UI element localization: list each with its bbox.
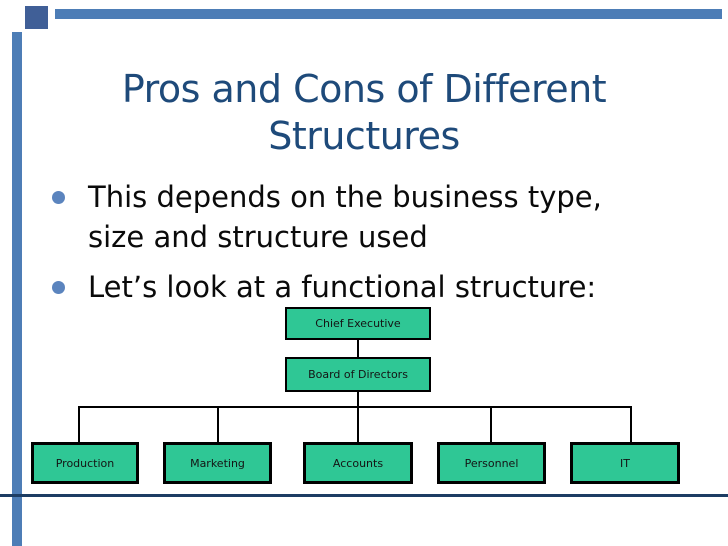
connector-line [357, 391, 359, 407]
connector-line [78, 406, 80, 442]
slide-title-line1: Pros and Cons of Different [121, 67, 607, 111]
org-node-accounts: Accounts [303, 442, 413, 484]
org-node-label: Production [55, 456, 115, 470]
bullet-dot-icon [52, 281, 65, 294]
org-node-personnel: Personnel [437, 442, 546, 484]
top-accent-bar [55, 9, 722, 19]
org-node-production: Production [31, 442, 139, 484]
org-node-label: IT [620, 456, 630, 470]
org-node-it: IT [570, 442, 680, 484]
slide-title: Pros and Cons of Different Structures [0, 66, 728, 160]
connector-line [357, 339, 359, 358]
bullet-list: This depends on the business type, size … [40, 177, 685, 307]
connector-line [490, 406, 492, 442]
connector-line [78, 406, 632, 408]
connector-line [630, 406, 632, 442]
left-accent-bar [12, 32, 22, 546]
bullet-text-line: Let’s look at a functional structure: [88, 270, 597, 304]
bullet-dot-icon [52, 191, 65, 204]
bullet-item-2: Let’s look at a functional structure: [40, 267, 685, 307]
org-node-label: Accounts [332, 456, 384, 470]
accent-square [25, 6, 48, 29]
bullet-text-line: This depends on the business type, [88, 180, 602, 214]
bullet-text-line: size and structure used [88, 220, 428, 254]
org-node-board-of-directors: Board of Directors [285, 357, 431, 392]
org-node-marketing: Marketing [163, 442, 272, 484]
org-node-label: Board of Directors [308, 368, 408, 381]
org-node-chief-executive: Chief Executive [285, 307, 431, 340]
bullet-item-1: This depends on the business type, size … [40, 177, 685, 257]
org-node-label: Marketing [190, 456, 245, 470]
org-node-label: Personnel [464, 456, 519, 470]
bottom-rule [0, 494, 728, 497]
org-node-label: Chief Executive [315, 317, 401, 330]
connector-line [217, 406, 219, 442]
connector-line [357, 406, 359, 442]
slide-title-line2: Structures [268, 114, 460, 158]
